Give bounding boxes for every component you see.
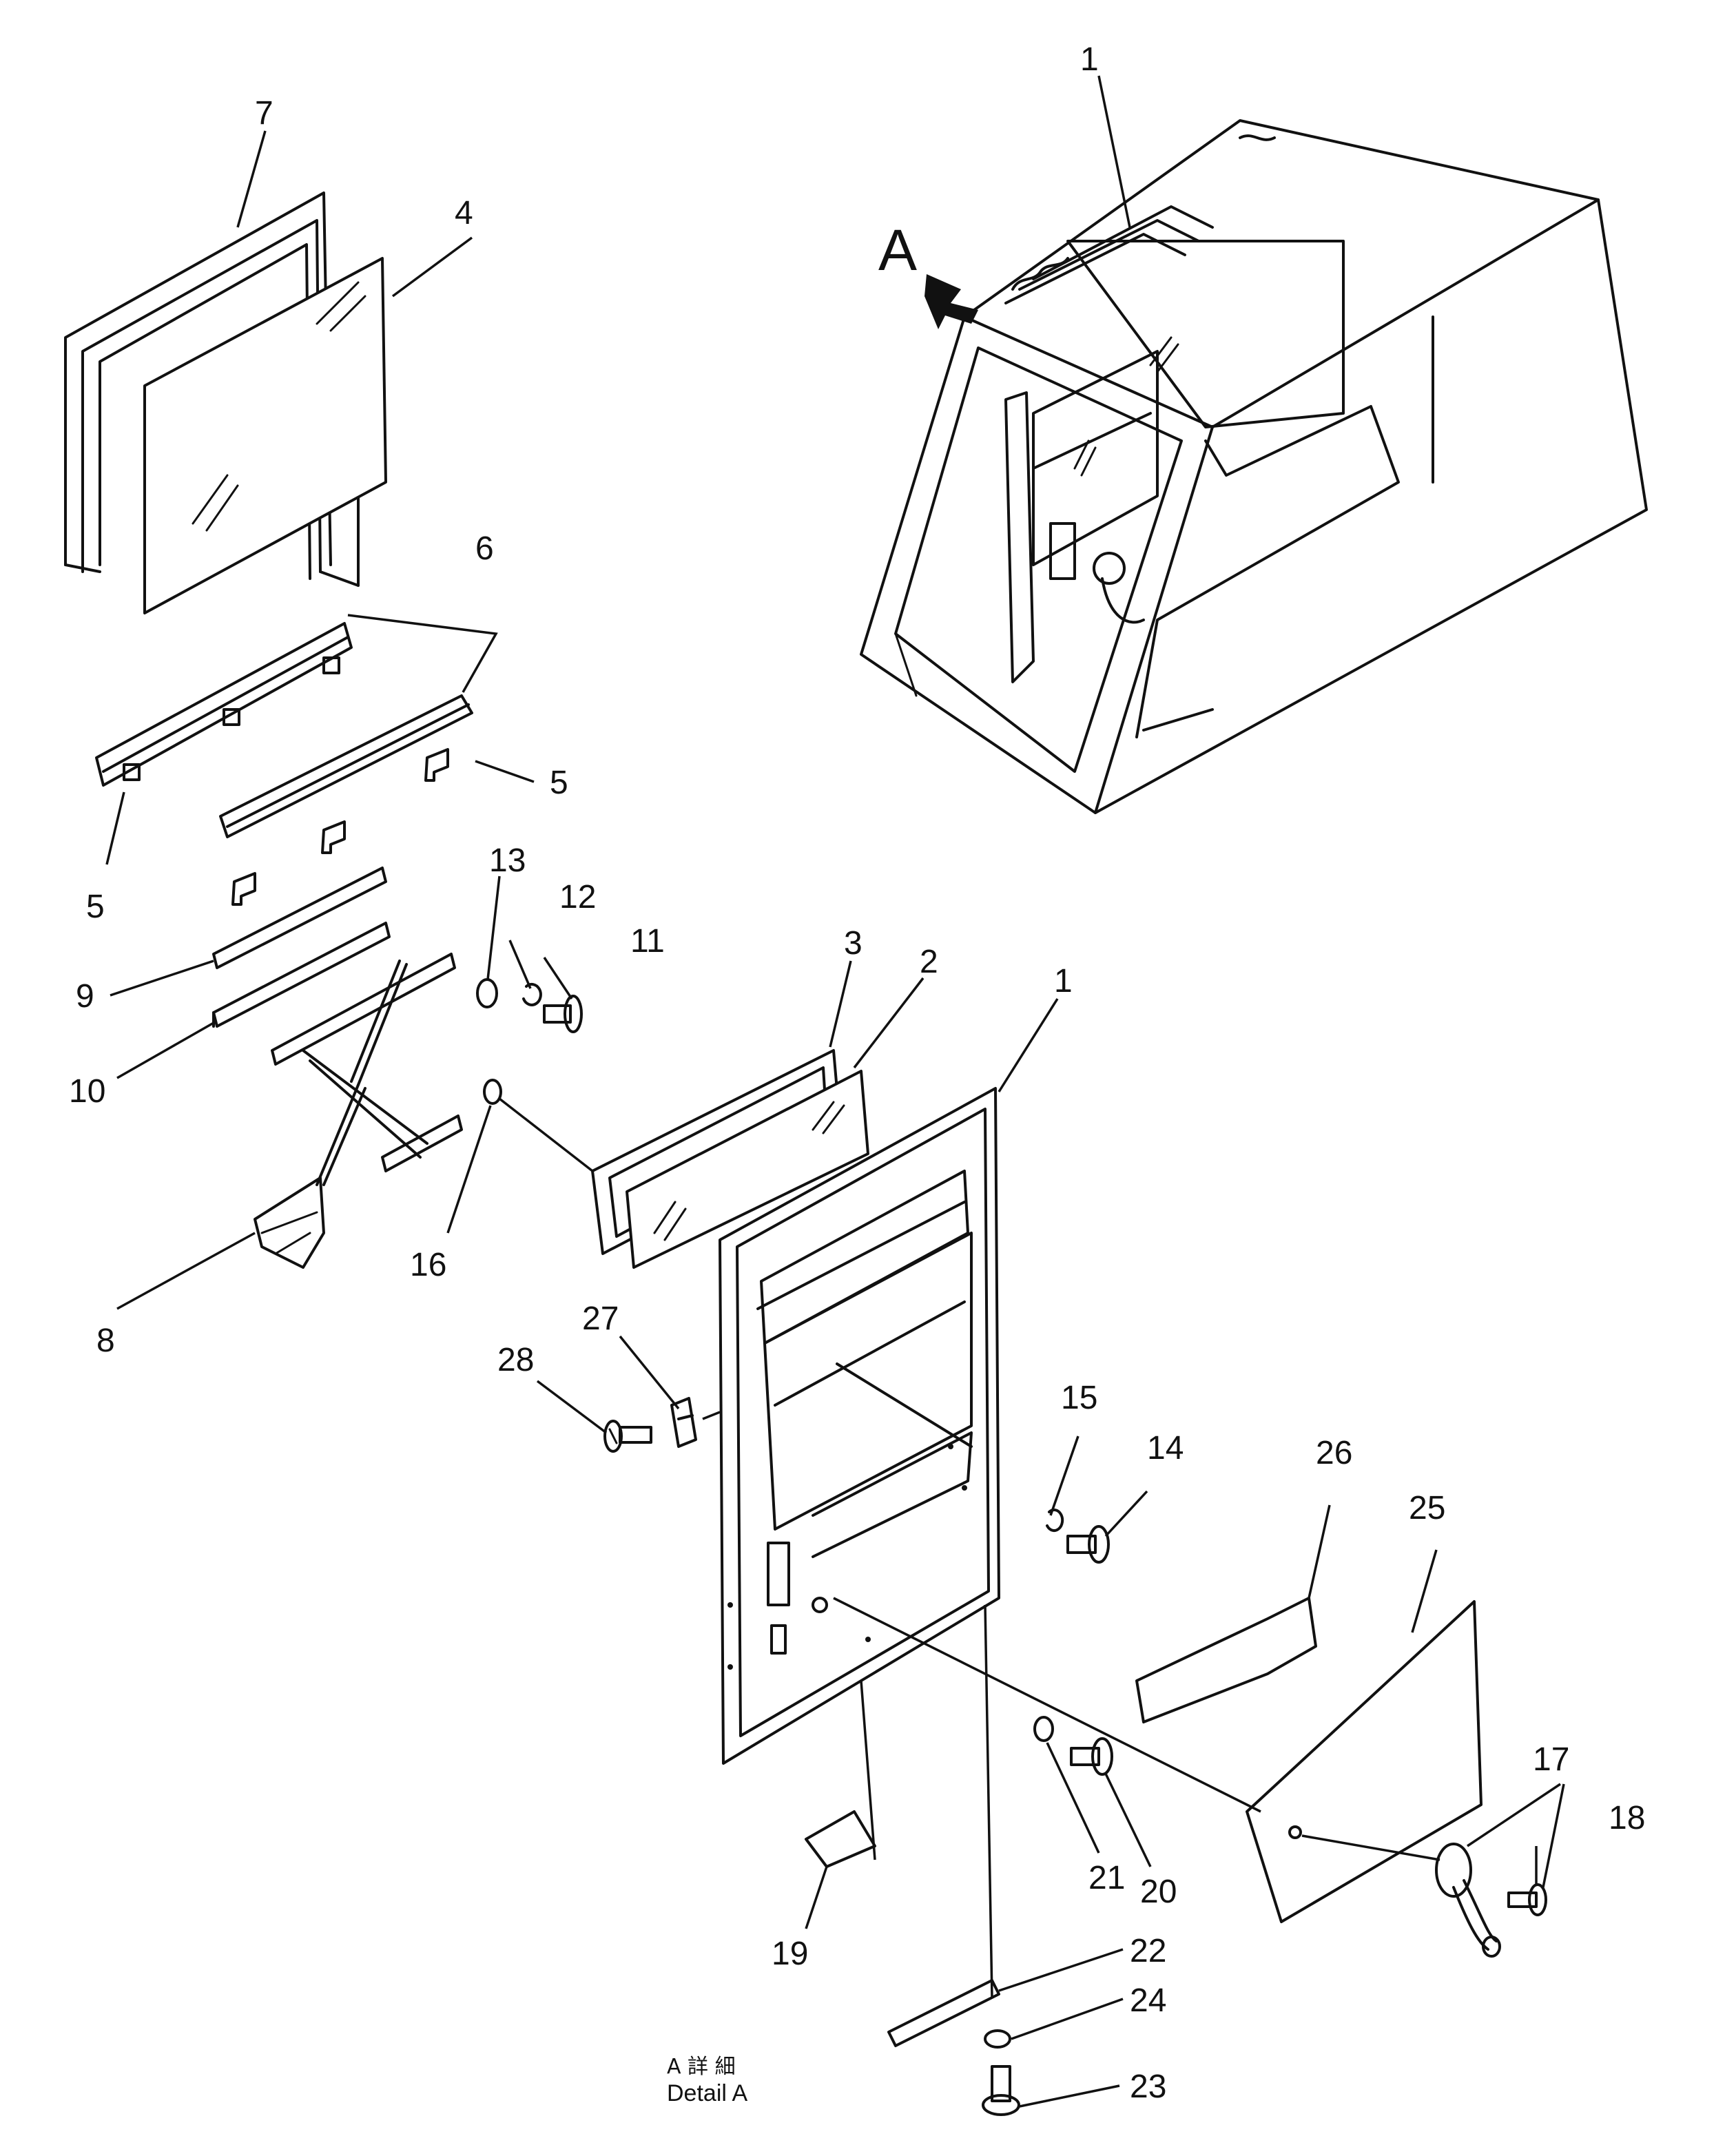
callout-16: 16 [410,1247,446,1283]
snap-ring-12-part [522,982,542,1006]
callout-22: 22 [1130,1933,1166,1969]
callout-7: 7 [255,95,273,132]
bolt-14-part [1066,1525,1110,1564]
callout-27: 27 [582,1300,619,1337]
bolt-20-part [1070,1737,1113,1776]
cab-assembly [860,119,1648,814]
callout-5-right: 5 [550,765,568,801]
callout-10: 10 [69,1073,105,1110]
callout-11: 11 [630,923,665,960]
callout-6: 6 [475,530,494,567]
callout-4: 4 [455,195,473,231]
view-arrow-icon [925,274,978,329]
detail-caption-ja: A 詳 細 [667,2055,736,2079]
callout-3: 3 [844,925,863,962]
view-marker: A [878,218,917,282]
callout-8: 8 [96,1323,115,1359]
screw-18-part [1507,1883,1547,1916]
window-glass-part [143,257,387,614]
lower-rail-part [219,694,473,838]
callout-18: 18 [1609,1800,1645,1836]
assembly-lines [347,614,1440,1998]
callout-labels: 1 1 2 3 4 5 5 6 7 8 9 10 11 12 13 14 15 … [69,41,1645,2105]
window-regulator-part [254,953,463,1269]
callout-20: 20 [1140,1874,1177,1910]
callout-28: 28 [497,1342,534,1378]
leader-lines [105,75,1565,2108]
callout-12: 12 [559,879,596,915]
glass-2-part [626,1070,869,1269]
bracket-19-part [805,1810,876,1868]
callout-2: 2 [920,944,938,980]
plate-22-part [887,1979,1000,2047]
callout-21: 21 [1088,1860,1125,1896]
callout-25: 25 [1409,1490,1445,1526]
panel-25-part [1246,1600,1483,1923]
callout-26: 26 [1316,1435,1352,1471]
callout-15: 15 [1061,1380,1097,1416]
bolt-11-part [543,995,583,1033]
washer-16-part [483,1079,502,1105]
callout-5-left: 5 [86,889,105,925]
callout-23: 23 [1130,2069,1166,2105]
washer-13-part [476,978,498,1008]
door-panel-part [719,1087,1000,1765]
callout-1-door: 1 [1054,963,1073,999]
washer-21-part [1033,1716,1054,1742]
upper-rail-part [95,622,353,787]
washer-24-part [984,2029,1011,2049]
guide-clip-parts [231,748,449,906]
striker-27-part [670,1397,697,1448]
callout-17: 17 [1533,1741,1569,1778]
screw-28-part [603,1420,652,1453]
callout-13: 13 [489,842,526,879]
trim-26-part [1135,1597,1317,1723]
callout-19: 19 [772,1936,808,1972]
callout-9: 9 [76,978,94,1015]
callout-24: 24 [1130,1982,1166,2019]
detail-caption-en: Detail A [667,2080,747,2106]
bolt-23-part [982,2065,1020,2116]
callout-1-cab: 1 [1080,41,1099,78]
washer-15-part [1046,1509,1064,1533]
handle-17-part [1435,1843,1501,1958]
callout-14: 14 [1147,1430,1184,1466]
